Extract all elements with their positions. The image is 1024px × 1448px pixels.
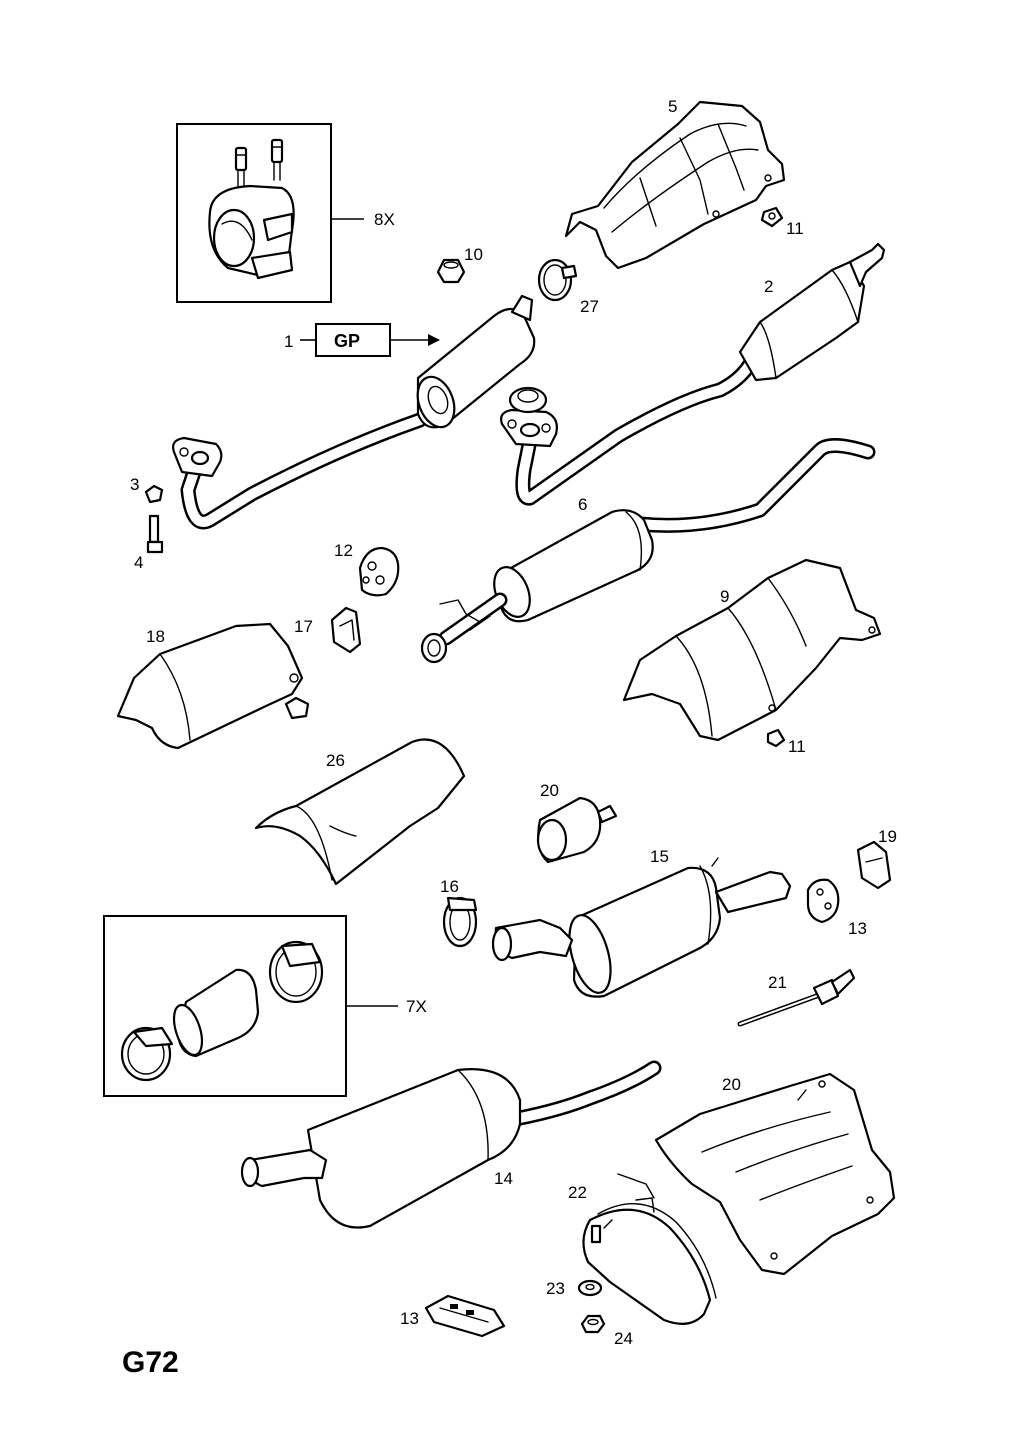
callout-7x: 7X	[406, 997, 427, 1016]
part-20-heat-shield	[654, 1072, 896, 1276]
callout-11-top: 11	[786, 219, 804, 238]
callout-20: 20	[722, 1075, 741, 1094]
callout-21: 21	[768, 973, 787, 992]
part-22-rubber-hanger	[536, 796, 618, 864]
part-8x-clamp-kit	[176, 123, 332, 303]
callout-6: 6	[578, 495, 587, 514]
part-3-nut	[144, 484, 164, 504]
callout-19: 19	[878, 827, 897, 846]
callout-25: 24	[614, 1329, 633, 1348]
part-12-mount-lower	[806, 878, 840, 924]
part-14-clip	[330, 606, 362, 654]
callout-18: 18	[146, 627, 165, 646]
part-16-rear-muffler	[240, 1060, 662, 1229]
gp-label: GP	[334, 331, 360, 351]
part-24-washer	[577, 1279, 603, 1297]
callout-22: 20	[540, 781, 559, 800]
callout-16: 14	[494, 1169, 513, 1188]
callout-12-upper: 12	[334, 541, 353, 560]
part-21-rivet	[737, 968, 856, 1027]
part-13-rubber-bracket	[424, 1294, 506, 1338]
callout-9: 9	[720, 587, 729, 606]
part-12-mount-upper	[358, 546, 400, 597]
callout-14: 17	[294, 617, 313, 636]
part-10-nut	[436, 258, 466, 284]
part-4-bolt	[146, 514, 164, 554]
part-2-gasket	[508, 386, 548, 414]
part-27-clamp-ring	[537, 258, 578, 302]
part-9-heat-shield	[622, 558, 882, 742]
callout-1: 1	[284, 332, 293, 351]
callout-3: 3	[130, 475, 139, 494]
callout-15: 15	[650, 847, 669, 866]
part-11-nut-top	[760, 206, 784, 228]
part-17-clamp	[442, 896, 478, 948]
part-26-half-shield	[254, 738, 466, 886]
part-6-center-silencer	[420, 438, 876, 664]
part-25-nut	[580, 1314, 606, 1334]
part-11-nut-mid	[766, 728, 786, 748]
part-23-strap-bracket	[582, 1173, 717, 1325]
callout-23: 22	[568, 1183, 587, 1202]
callout-13: 13	[400, 1309, 419, 1328]
callout-17: 16	[440, 877, 459, 896]
part-7x-repair-kit	[103, 915, 347, 1097]
callout-26: 26	[326, 751, 345, 770]
callout-5: 5	[668, 97, 677, 116]
callout-10: 10	[464, 245, 483, 264]
callout-27: 27	[580, 297, 599, 316]
part-1-front-muffler	[172, 294, 536, 530]
part-15-rear-silencer	[491, 857, 792, 998]
callout-8x: 8X	[374, 210, 395, 229]
part-19-bracket	[856, 840, 892, 890]
callout-4: 4	[134, 553, 143, 572]
gp-reference: GP	[300, 323, 440, 357]
part-2-catalytic-pipe	[500, 242, 886, 506]
callout-12-lower: 13	[848, 919, 867, 938]
callout-11-mid: 11	[788, 737, 806, 756]
part-18-heat-shield	[116, 622, 310, 750]
callout-2: 2	[764, 277, 773, 296]
part-5-heat-shield	[564, 100, 786, 270]
callout-24: 23	[546, 1279, 565, 1298]
diagram-code: G72	[122, 1346, 179, 1379]
